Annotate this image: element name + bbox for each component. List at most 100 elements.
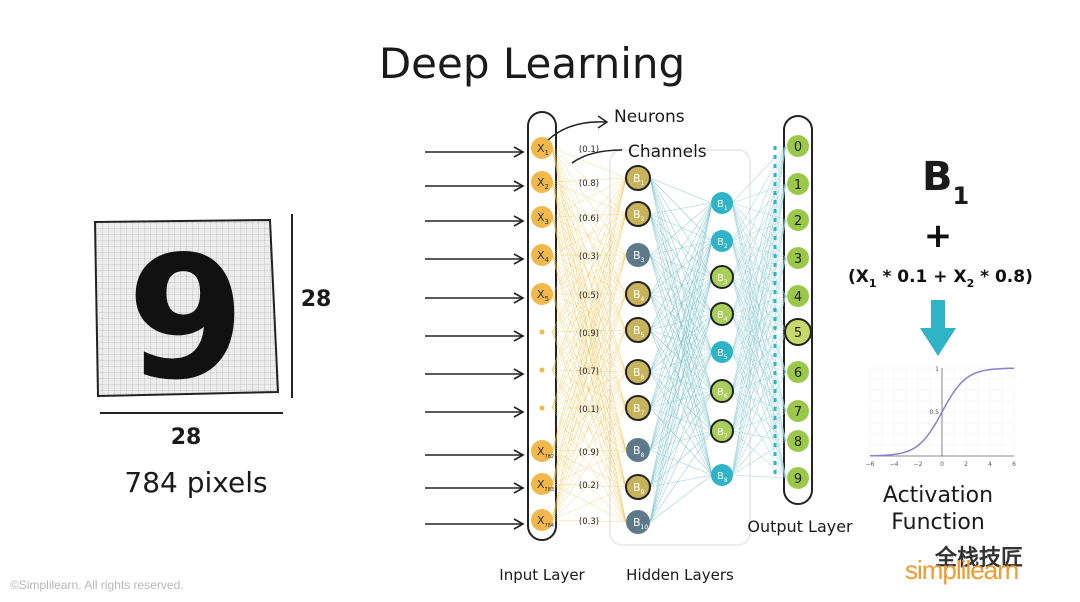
channels-label: Channels bbox=[628, 142, 707, 162]
hidden-node-label: B2 bbox=[717, 237, 728, 250]
hidden-output-connection bbox=[731, 257, 787, 476]
weight-label: (0.7) bbox=[579, 367, 599, 377]
input-arrow bbox=[425, 215, 525, 227]
input-hidden-connection bbox=[551, 147, 627, 409]
hidden-hidden-connection bbox=[649, 202, 713, 331]
input-node bbox=[531, 509, 553, 531]
input-hidden-connection bbox=[551, 407, 627, 488]
hidden-output-connection bbox=[731, 313, 787, 442]
input-hidden-connection bbox=[551, 331, 627, 451]
weight-label: (0.1) bbox=[579, 405, 599, 415]
hidden-hidden-connection bbox=[649, 276, 713, 523]
hidden-hidden-connection bbox=[649, 351, 713, 409]
hidden-output-connection bbox=[731, 331, 787, 353]
input-hidden-connection bbox=[551, 177, 627, 256]
plot-x-tick: 6 bbox=[1012, 461, 1016, 468]
digit-grid bbox=[93, 218, 280, 398]
input-hidden-connection bbox=[551, 449, 627, 521]
hidden-hidden-connection bbox=[649, 276, 713, 409]
plot-x-tick: 0 bbox=[940, 461, 944, 468]
input-hidden-connection bbox=[551, 181, 627, 295]
weight-label: (0.2) bbox=[579, 481, 599, 491]
input-hidden-connection bbox=[551, 331, 627, 523]
input-hidden-connection bbox=[551, 293, 627, 409]
input-node-label: X3 bbox=[537, 211, 549, 226]
hidden-hidden-connection bbox=[649, 351, 713, 488]
input-hidden-connection bbox=[551, 407, 627, 452]
hidden-node-layer2 bbox=[711, 192, 733, 214]
copyright-footer: ©Simplilearn. All rights reserved. bbox=[10, 578, 184, 592]
hidden-layers-label: Hidden Layers bbox=[626, 566, 734, 584]
weight-label: (0.3) bbox=[579, 517, 599, 527]
input-arrow bbox=[425, 330, 525, 342]
input-hidden-connection bbox=[551, 181, 627, 373]
hidden-hidden-connection bbox=[649, 474, 713, 488]
height-label: 28 bbox=[301, 287, 332, 312]
input-hidden-connection bbox=[551, 407, 627, 523]
input-hidden-connection bbox=[551, 181, 627, 451]
diagram-title: Deep Learning bbox=[379, 39, 685, 88]
input-hidden-connection bbox=[551, 216, 627, 451]
hidden-hidden-connection bbox=[649, 293, 713, 315]
hidden-node-label: B5 bbox=[633, 324, 645, 339]
input-node-label: X2 bbox=[537, 176, 549, 191]
hidden-output-connection bbox=[731, 410, 787, 476]
input-hidden-connection bbox=[551, 254, 627, 485]
hidden-hidden-connection bbox=[649, 213, 713, 278]
hidden-hidden-connection bbox=[649, 313, 713, 523]
hidden-hidden-connection bbox=[649, 390, 713, 523]
output-layer-label: Output Layer bbox=[747, 517, 853, 536]
hidden-output-connection bbox=[731, 331, 787, 476]
input-hidden-connection bbox=[551, 181, 627, 215]
input-hidden-connection bbox=[551, 369, 627, 451]
input-hidden-connection bbox=[551, 177, 627, 371]
output-node-label: 0 bbox=[794, 140, 802, 155]
hidden-hidden-connection bbox=[649, 329, 713, 353]
hidden-hidden-connection bbox=[649, 202, 713, 295]
hidden-node-layer1 bbox=[625, 395, 651, 421]
hidden-hidden-connection bbox=[649, 202, 713, 523]
hidden-hidden-connection bbox=[649, 430, 713, 523]
input-node-label: X784 bbox=[537, 514, 554, 529]
activation-label-line1: Activation bbox=[883, 483, 993, 508]
hidden-output-connection bbox=[731, 219, 787, 353]
weight-label: (0.5) bbox=[579, 291, 599, 301]
input-hidden-connection bbox=[551, 449, 627, 485]
hidden-node-layer2 bbox=[710, 302, 734, 326]
input-hidden-connection bbox=[551, 371, 627, 485]
hidden-node-layer2 bbox=[710, 379, 734, 403]
hidden-hidden-connection bbox=[649, 407, 713, 476]
plot-x-tick: 4 bbox=[988, 461, 992, 468]
hidden-node-layer1 bbox=[626, 243, 650, 267]
input-hidden-connection bbox=[551, 147, 627, 373]
hidden-output-connection bbox=[731, 183, 787, 476]
input-node bbox=[531, 206, 553, 228]
hidden-node-layer1 bbox=[625, 474, 651, 500]
hidden-node-label: B1 bbox=[633, 172, 645, 187]
input-hidden-connection bbox=[551, 213, 627, 333]
hidden-node-layer1 bbox=[626, 438, 650, 462]
hidden-output-connection bbox=[731, 351, 787, 442]
hidden-node-layer2 bbox=[711, 341, 733, 363]
input-hidden-connection bbox=[551, 254, 627, 521]
hidden-node-label: B6 bbox=[717, 387, 728, 400]
output-node-label: 4 bbox=[794, 290, 802, 305]
hidden-hidden-connection bbox=[649, 329, 713, 476]
input-hidden-connection bbox=[551, 213, 627, 218]
weight-label: (0.3) bbox=[579, 252, 599, 262]
input-hidden-connection bbox=[551, 329, 627, 521]
hidden-node-layer1 bbox=[625, 201, 651, 227]
neurons-arrow bbox=[547, 121, 607, 141]
output-node bbox=[787, 467, 809, 489]
input-arrow bbox=[425, 292, 525, 304]
input-hidden-connection bbox=[551, 486, 627, 521]
input-arrow bbox=[425, 146, 525, 158]
input-hidden-connection bbox=[551, 369, 627, 488]
input-node-label: X783 bbox=[537, 478, 554, 493]
input-hidden-connection bbox=[551, 293, 627, 333]
input-node-label: X782 bbox=[537, 445, 554, 460]
input-node bbox=[531, 171, 553, 193]
weight-label: (0.1) bbox=[579, 145, 599, 155]
hidden-hidden-connection bbox=[649, 351, 713, 523]
